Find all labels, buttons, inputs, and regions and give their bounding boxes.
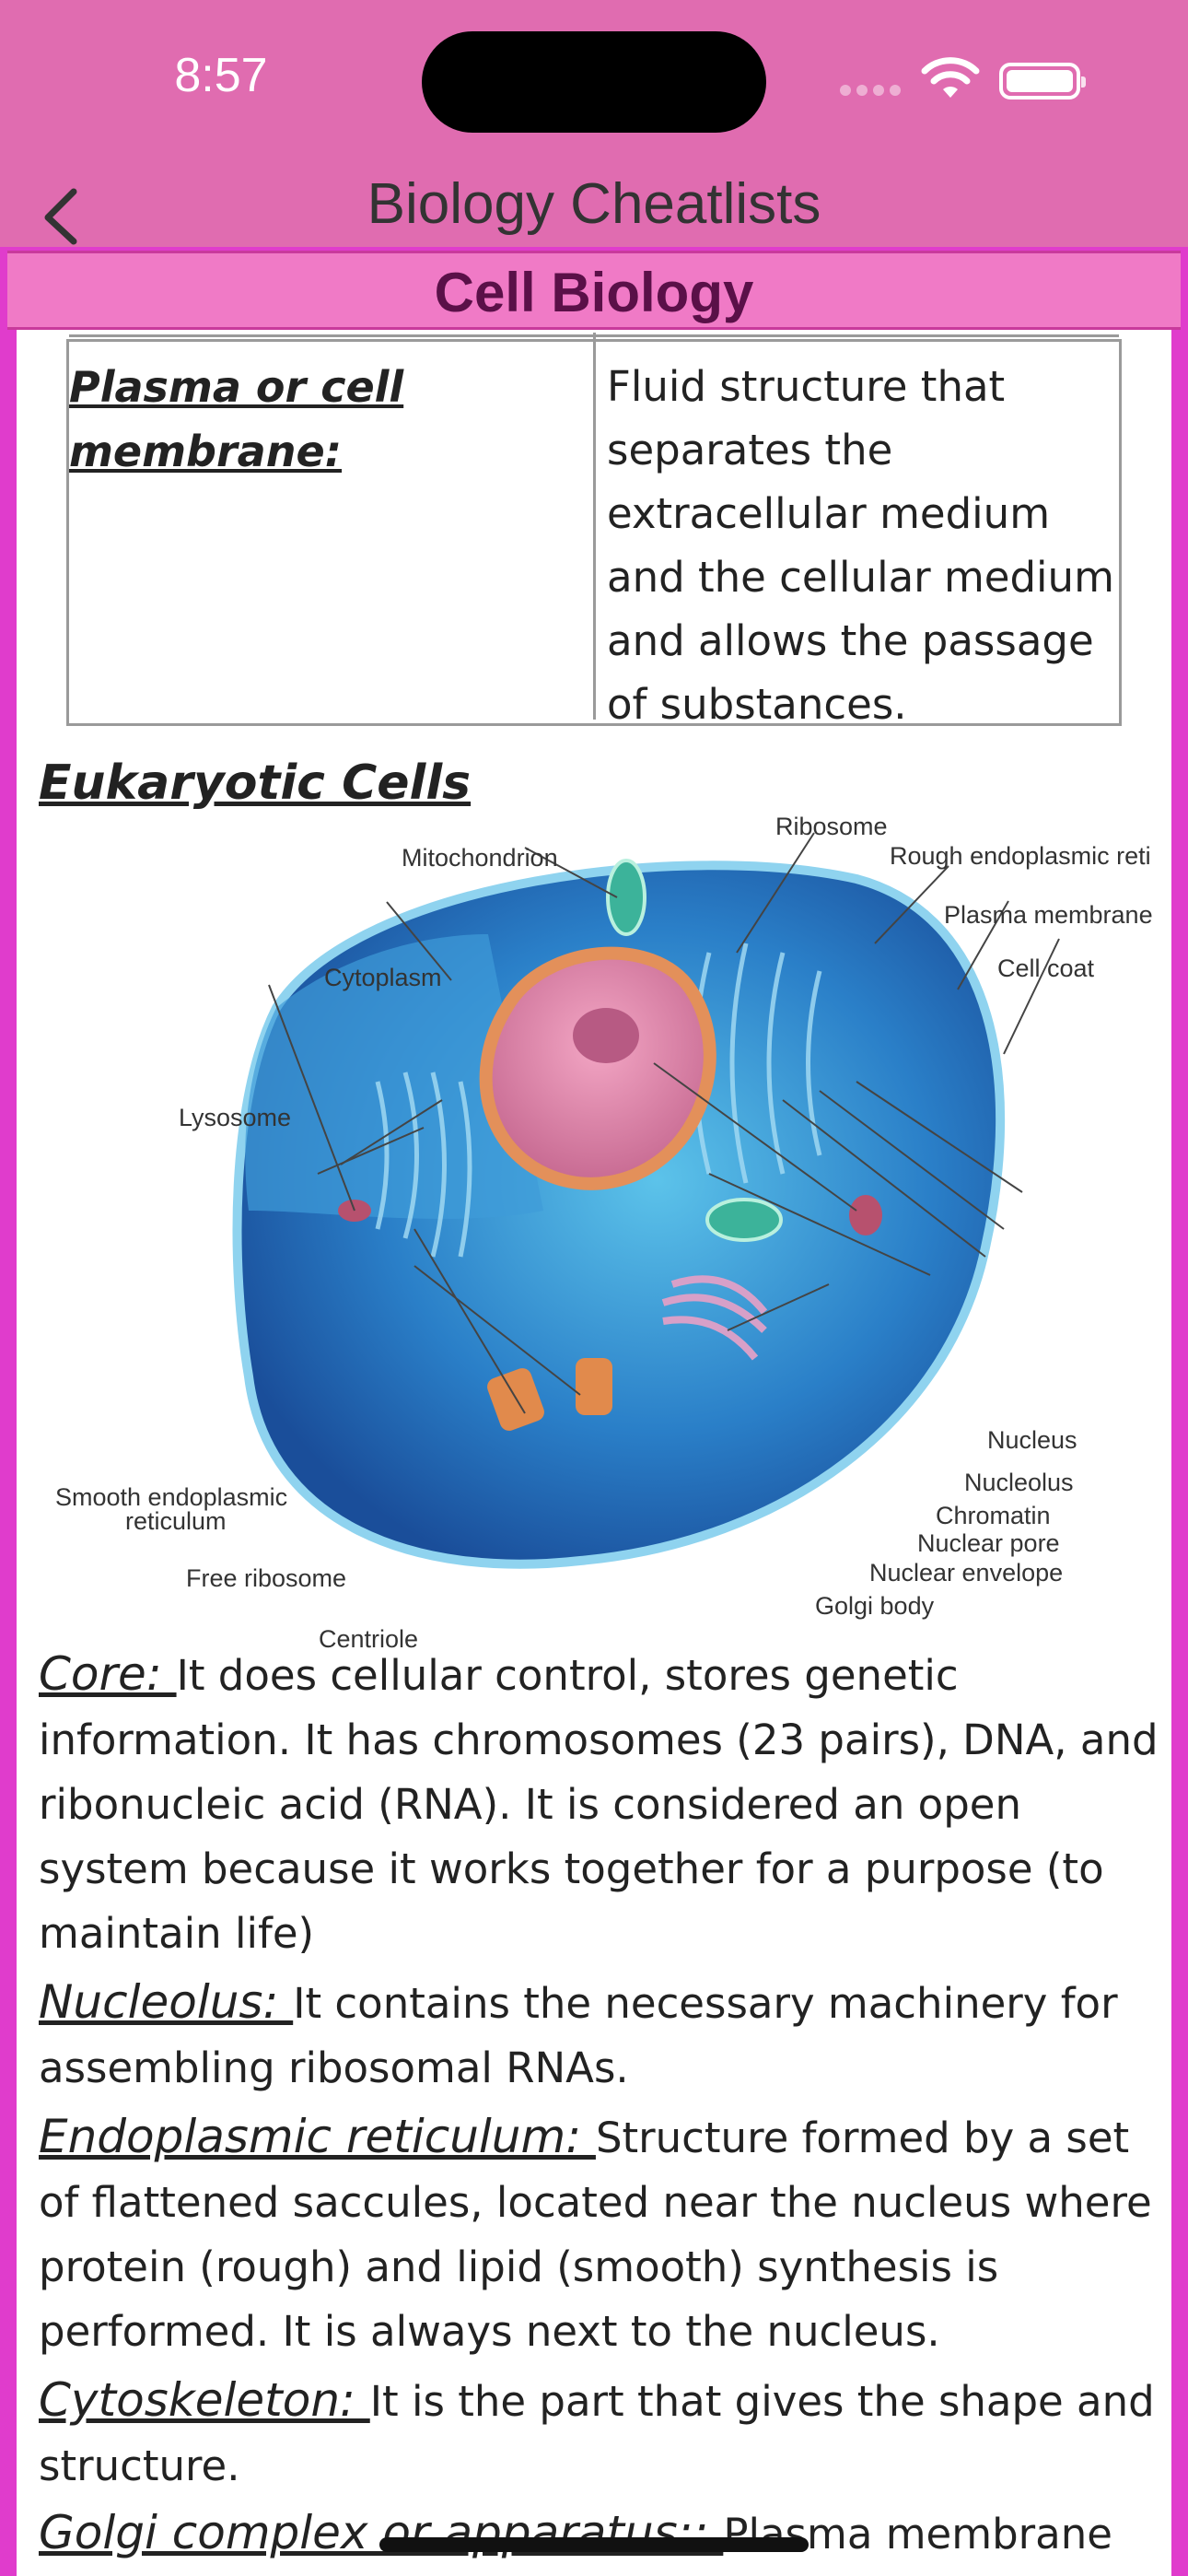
entry-golgi-complex: Golgi complex or apparatus:: Plasma memb… [39,2500,1162,2567]
label-nuclear-envelope: Nuclear envelope [869,1559,1064,1587]
entry-term: Endoplasmic reticulum: [39,2110,596,2163]
entry-term: Cytoskeleton: [39,2373,370,2427]
label-centriole: Centriole [319,1625,419,1653]
entry-term: Nucleolus: [39,1975,294,2029]
table-definition: Fluid structure that separates the extra… [607,362,1114,729]
dynamic-island [422,31,766,133]
cellular-signal-icon [840,81,904,96]
label-plasma-membrane: Plasma membrane [944,901,1153,929]
label-cell-coat: Cell coat [997,954,1095,982]
label-nucleus: Nucleus [987,1426,1077,1454]
cell-illustration [232,832,1060,1569]
back-chevron-icon[interactable] [37,184,88,247]
definition-table: Plasma or cell membrane: Fluid structure… [66,333,1122,729]
entry-endoplasmic-reticulum: Endoplasmic reticulum: Structure formed … [39,2104,1162,2364]
entry-text: It contains the necessary machinery for … [39,1979,1118,2092]
top-bar: 8:57 Biology Cheatlists [0,0,1188,247]
home-indicator[interactable] [379,2537,809,2552]
entry-text: Structure formed by a set of flattened s… [39,2113,1152,2356]
wifi-icon [921,57,980,98]
entry-text: It does cellular control, stores genetic… [39,1651,1159,1958]
entry-nucleolus: Nucleolus: It contains the necessary mac… [39,1970,1162,2101]
label-ribosome: Ribosome [775,813,888,840]
section-title: Cell Biology [7,251,1181,330]
label-smooth-er: Smooth endoplasmic [55,1483,288,1511]
label-smooth-er-cont: reticulum [125,1507,227,1535]
eukaryotic-heading: Eukaryotic Cells [39,755,472,811]
entry-cytoskeleton: Cytoskeleton: It is the part that gives … [39,2368,1162,2499]
entry-core: Core: It does cellular control, stores g… [39,1642,1162,1966]
entry-term: Core: [39,1647,177,1701]
content-area[interactable]: Plasma or cell membrane: Fluid structure… [17,330,1171,2576]
label-chromatin: Chromatin [936,1502,1051,1529]
label-nuclear-pore: Nuclear pore [917,1529,1060,1557]
nav-title: Biology Cheatlists [367,172,821,236]
status-time: 8:57 [174,49,268,102]
table-term: Plasma or cell membrane: [69,362,404,476]
label-lysosome: Lysosome [179,1104,292,1131]
label-free-ribosome: Free ribosome [186,1564,347,1592]
label-nucleolus: Nucleolus [964,1469,1074,1496]
label-golgi-body: Golgi body [815,1592,935,1620]
battery-icon [999,63,1086,100]
eukaryotic-cell-diagram: Ribosome Rough endoplasmic reti Mitochon… [28,813,1170,1653]
label-mitochondrion: Mitochondrion [402,844,558,872]
entry-text: It is the part that gives the shape and … [39,2377,1155,2490]
label-rough-er: Rough endoplasmic reti [890,842,1151,870]
table-column-divider [593,333,596,720]
label-cytoplasm: Cytoplasm [324,964,442,991]
